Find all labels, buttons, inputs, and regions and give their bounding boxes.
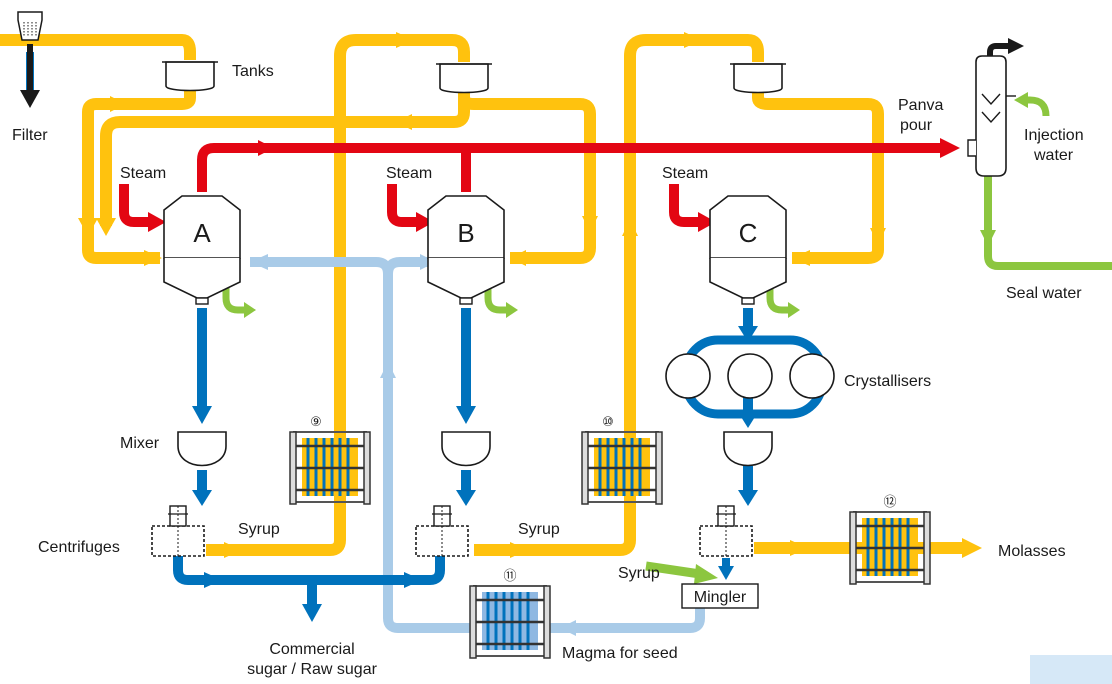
lightblue-pipes (250, 254, 1112, 684)
steam-label-c: Steam (662, 165, 708, 182)
tank-2 (435, 63, 493, 94)
mixer-1 (177, 431, 227, 467)
mixer-label: Mixer (120, 435, 160, 452)
tank-3 (729, 63, 787, 94)
seal-water-label: Seal water (1006, 285, 1082, 302)
commercial-label: Commercial (269, 641, 354, 658)
heat-exchanger-11 (468, 584, 552, 660)
crystallisers (665, 353, 835, 399)
mingler-box (681, 583, 759, 609)
injection-label: Injection (1024, 127, 1084, 144)
mixer-3 (723, 431, 773, 467)
hx-9-number: ⑨ (310, 415, 322, 430)
hx-12-number: ⑫ (883, 495, 896, 510)
heat-exchanger-9 (288, 430, 372, 506)
black-pipes (20, 38, 1024, 108)
vacuum-pan-b (427, 195, 505, 305)
steam-label-a: Steam (120, 165, 166, 182)
filter-label: Filter (12, 127, 48, 144)
centrifuge-1 (151, 505, 205, 557)
green-pipes (222, 92, 1112, 584)
sugar-label: sugar / Raw sugar (247, 661, 378, 678)
hx-10-number: ⑩ (602, 415, 614, 430)
heat-exchanger-10 (580, 430, 664, 506)
syrup-label-2: Syrup (518, 521, 560, 538)
molasses-label: Molasses (998, 543, 1066, 560)
magma-label: Magma for seed (562, 645, 678, 662)
hx-11-number: ⑪ (503, 569, 516, 584)
panva-label: Panva (898, 97, 943, 114)
filter-icon (17, 11, 43, 41)
syrup-label-1: Syrup (238, 521, 280, 538)
yellow-pipes (0, 32, 982, 558)
mingler-label: Mingler (694, 589, 747, 606)
vacuum-pan-c (709, 195, 787, 305)
mixer-2 (441, 431, 491, 467)
centrifuge-3 (699, 505, 753, 557)
tanks-label: Tanks (232, 63, 274, 80)
centrifuges-label: Centrifuges (38, 539, 120, 556)
tank-1 (161, 61, 219, 92)
centrifuge-2 (415, 505, 469, 557)
crystallisers-label: Crystallisers (844, 373, 931, 390)
vessel-c-label: C (739, 218, 758, 248)
heat-exchanger-12 (848, 510, 932, 586)
condenser (967, 55, 1016, 177)
steam-label-b: Steam (386, 165, 432, 182)
vessel-a-label: A (193, 218, 211, 248)
red-pipes (119, 138, 960, 232)
pour-label: pour (900, 117, 933, 134)
vacuum-pan-a (163, 195, 241, 305)
water-label: water (1033, 147, 1074, 164)
vessel-b-label: B (457, 218, 474, 248)
syrup-label-3: Syrup (618, 565, 660, 582)
